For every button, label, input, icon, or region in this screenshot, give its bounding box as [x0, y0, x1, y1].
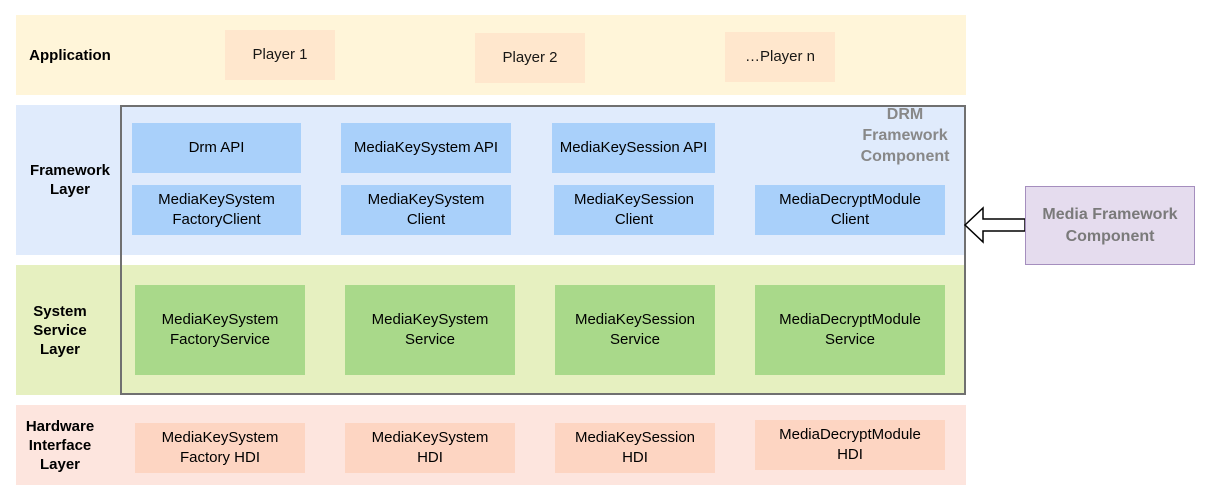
mediakeysystem-service-box: MediaKeySystem Service	[345, 285, 515, 375]
drm-framework-component-label: DRM Framework Component	[860, 106, 950, 165]
drm-api-box: Drm API	[132, 123, 301, 173]
mediadecryptmodule-hdi-box: MediaDecryptModule HDI	[755, 420, 945, 470]
mediakeysystem-factoryclient-box: MediaKeySystem FactoryClient	[132, 185, 301, 235]
mediakeysystem-api-box: MediaKeySystem API	[341, 123, 511, 173]
media-framework-component-box: Media Framework Component	[1025, 186, 1195, 265]
player-2-box: Player 2	[475, 33, 585, 83]
mediadecryptmodule-service-box: MediaDecryptModule Service	[755, 285, 945, 375]
mediakeysystem-factoryservice-box: MediaKeySystem FactoryService	[135, 285, 305, 375]
hardware-interface-layer-label: Hardware Interface Layer	[25, 417, 95, 473]
mediakeysystem-client-box: MediaKeySystem Client	[341, 185, 511, 235]
drm-framework-component-frame	[120, 105, 966, 395]
mediakeysystem-factory-hdi-box: MediaKeySystem Factory HDI	[135, 423, 305, 473]
player-n-box: …Player n	[725, 32, 835, 82]
framework-layer-label: Framework Layer	[29, 162, 111, 198]
mediakeysession-client-box: MediaKeySession Client	[554, 185, 714, 235]
player-1-box: Player 1	[225, 30, 335, 80]
application-layer-label: Application	[29, 46, 111, 64]
mediakeysession-service-box: MediaKeySession Service	[555, 285, 715, 375]
mediakeysession-hdi-box: MediaKeySession HDI	[555, 423, 715, 473]
mediakeysession-api-box: MediaKeySession API	[552, 123, 715, 173]
system-service-layer-label: System Service Layer	[33, 302, 87, 358]
mediakeysystem-hdi-box: MediaKeySystem HDI	[345, 423, 515, 473]
arrow-left-icon	[963, 206, 1026, 244]
mediadecryptmodule-client-box: MediaDecryptModule Client	[755, 185, 945, 235]
